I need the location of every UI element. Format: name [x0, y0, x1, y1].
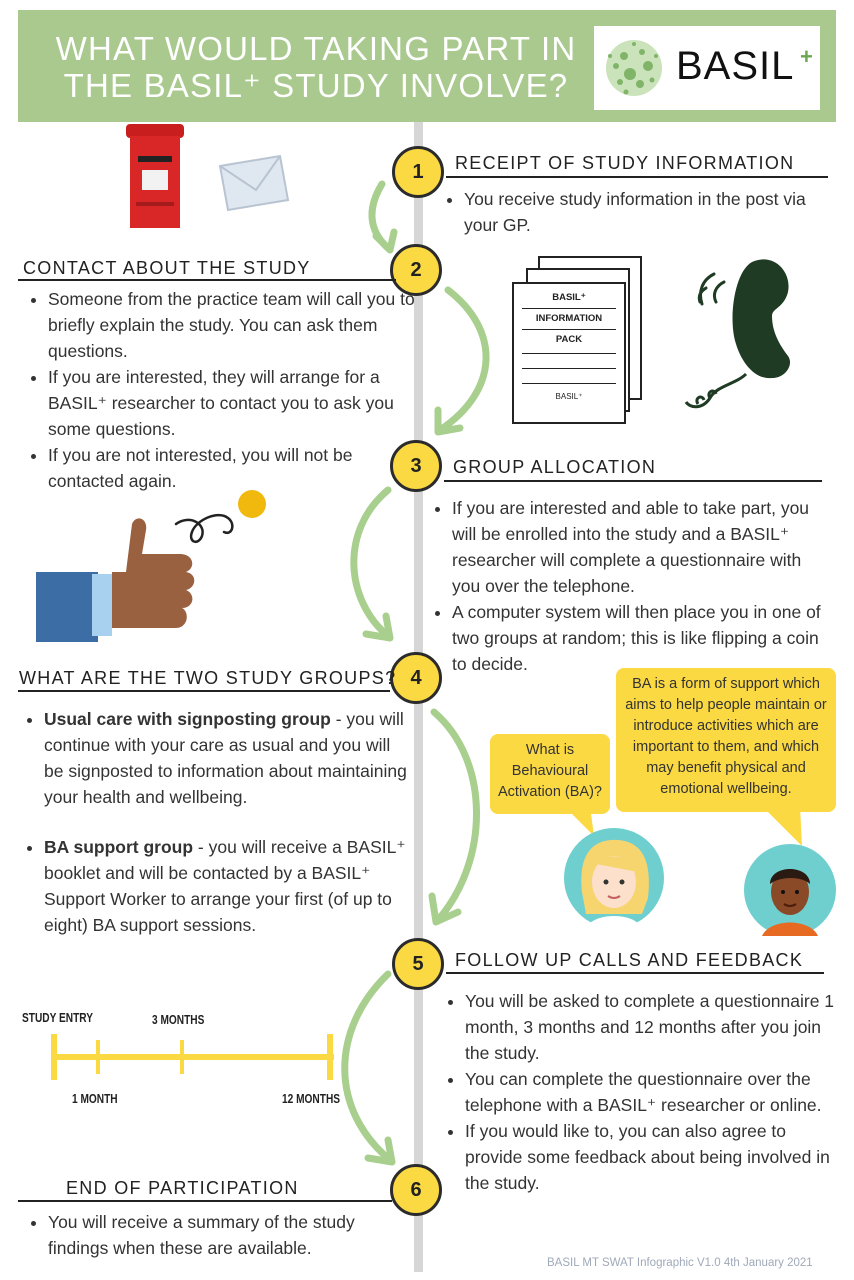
timeline-tick: [327, 1034, 333, 1080]
step-1-bullets: You receive study information in the pos…: [436, 186, 831, 238]
envelope-icon: [218, 154, 290, 212]
question-bubble-tail: [564, 806, 594, 836]
step-6-rule: [18, 1200, 392, 1202]
group-usual-care: Usual care with signposting group - you …: [44, 706, 408, 810]
step-2-bullet: If you are interested, they will arrange…: [48, 364, 415, 442]
pack-logo: BASIL⁺: [555, 392, 583, 401]
step-2-bullet: If you are not interested, you will not …: [48, 442, 415, 494]
step-5-bullets: You will be asked to complete a question…: [437, 988, 837, 1196]
step-3-title: GROUP ALLOCATION: [453, 457, 657, 477]
step-1-rule: [446, 176, 828, 178]
label-1-month: 1 MONTH: [72, 1091, 118, 1106]
basil-logo: [594, 26, 820, 110]
step-3-bullet: If you are interested and able to take p…: [452, 495, 834, 599]
step-1-bullet: You receive study information in the pos…: [464, 186, 831, 238]
group-ba-support: BA support group - you will receive a BA…: [44, 834, 408, 938]
step-6-circle: 6: [390, 1164, 442, 1216]
man-avatar-icon: [744, 844, 836, 936]
woman-avatar-icon: [564, 828, 664, 928]
step-6-bullet: You will receive a summary of the study …: [48, 1209, 410, 1261]
step-5-bullet: You can complete the questionnaire over …: [465, 1066, 837, 1118]
thumbs-up-icon: [36, 490, 266, 642]
step-3-circle: 3: [390, 440, 442, 492]
step-2-rule: [18, 279, 396, 281]
label-3-months: 3 MONTHS: [152, 1012, 205, 1027]
pack-sheet-front: BASIL⁺ INFORMATION PACK BASIL⁺: [512, 282, 626, 424]
pack-line-1: BASIL⁺: [552, 292, 586, 303]
step-2-circle: 2: [390, 244, 442, 296]
group-usual-care-text: - you will continue with your care as us…: [44, 709, 407, 807]
step-5-bullet: You will be asked to complete a question…: [465, 988, 837, 1066]
step-5-circle: 5: [392, 938, 444, 990]
step-6-bullets: You will receive a summary of the study …: [20, 1209, 410, 1261]
answer-bubble-tail: [762, 806, 802, 846]
step-4-rule: [18, 690, 390, 692]
label-12-months: 12 MONTHS: [282, 1091, 341, 1106]
footer-credit: BASIL MT SWAT Infographic V1.0 4th Janua…: [547, 1257, 813, 1269]
step-3-rule: [444, 480, 822, 482]
follow-up-timeline: [51, 1034, 334, 1080]
answer-bubble: BA is a form of support which aims to he…: [616, 668, 836, 812]
telephone-icon: [684, 259, 791, 409]
label-study-entry: STUDY ENTRY: [22, 1010, 93, 1025]
postbox-icon: [126, 124, 290, 228]
step-4-circle: 4: [390, 652, 442, 704]
step-2-title: CONTACT ABOUT THE STUDY: [23, 258, 311, 278]
question-bubble-text: What is Behavioural Activation (BA)?: [498, 742, 602, 800]
timeline-bar: [54, 1054, 334, 1060]
group-ba-support-name: BA support group: [44, 837, 194, 857]
question-bubble: What is Behavioural Activation (BA)?: [490, 734, 610, 814]
group-usual-care-name: Usual care with signposting group: [44, 709, 331, 729]
step-2-bullet: Someone from the practice team will call…: [48, 286, 415, 364]
pack-line-2: INFORMATION: [535, 313, 603, 324]
step-4-title: WHAT ARE THE TWO STUDY GROUPS?: [19, 668, 397, 688]
timeline-tick: [180, 1040, 184, 1074]
answer-bubble-text: BA is a form of support which aims to he…: [625, 676, 827, 797]
timeline-tick: [51, 1034, 57, 1080]
pack-line-3: PACK: [555, 334, 583, 345]
title-line-1: WHAT WOULD TAKING PART IN: [55, 30, 577, 67]
step-6-title: END OF PARTICIPATION: [66, 1178, 299, 1198]
page-title: WHAT WOULD TAKING PART IN THE BASIL⁺ STU…: [36, 30, 596, 104]
information-pack: BASIL⁺ INFORMATION PACK BASIL⁺: [512, 256, 642, 424]
step-5-rule: [446, 972, 824, 974]
step-1-title: RECEIPT OF STUDY INFORMATION: [455, 153, 795, 173]
step-4-groups: Usual care with signposting group - you …: [16, 706, 408, 938]
step-1-circle: 1: [392, 146, 444, 198]
step-3-bullet: A computer system will then place you in…: [452, 599, 834, 677]
step-5-title: FOLLOW UP CALLS AND FEEDBACK: [455, 950, 804, 970]
group-ba-support-text: - you will receive a BASIL⁺ booklet and …: [44, 837, 406, 935]
step-2-bullets: Someone from the practice team will call…: [20, 286, 415, 494]
title-line-2: THE BASIL⁺ STUDY INVOLVE?: [63, 67, 569, 104]
step-3-bullets: If you are interested and able to take p…: [424, 495, 834, 677]
step-5-bullet: If you would like to, you can also agree…: [465, 1118, 837, 1196]
logo-text: BASIL: [676, 44, 795, 88]
timeline-tick: [96, 1040, 100, 1074]
logo-plus: +: [800, 44, 813, 69]
logo-leaf-icon: [606, 40, 662, 96]
